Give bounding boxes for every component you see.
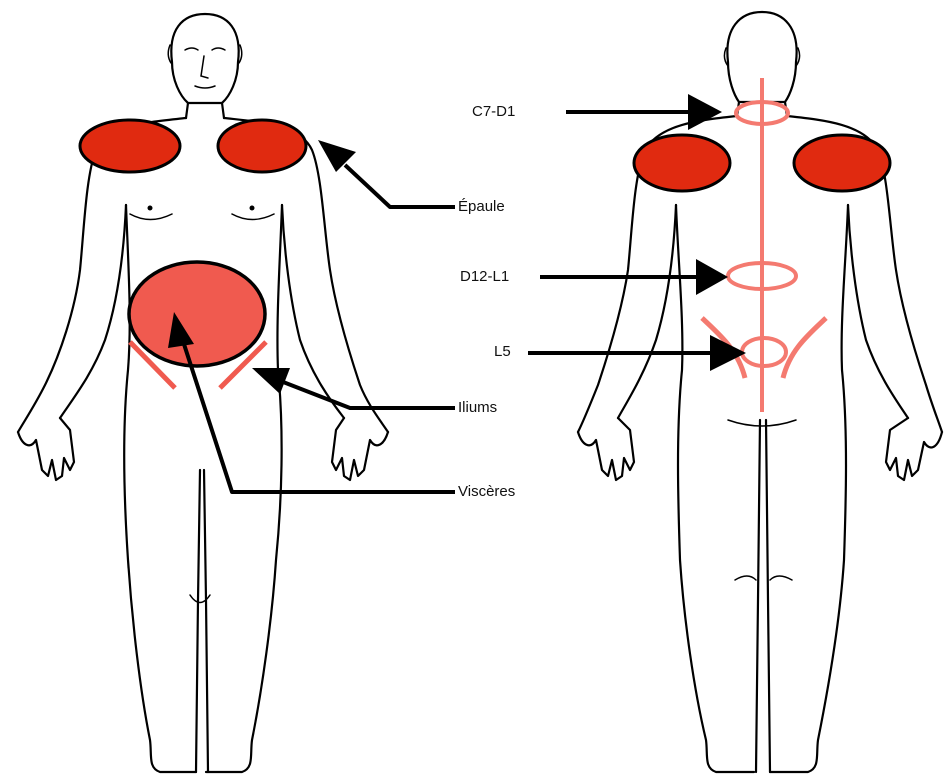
back-shoulder-zone-right bbox=[794, 135, 890, 191]
arrow-epaule bbox=[345, 165, 455, 207]
front-pain-zones bbox=[80, 120, 306, 388]
back-shoulder-zone-left bbox=[634, 135, 730, 191]
shoulder-zone-left bbox=[80, 120, 180, 172]
label-c7d1: C7-D1 bbox=[472, 103, 515, 120]
label-epaule: Épaule bbox=[458, 198, 505, 215]
arrow-iliums bbox=[278, 380, 455, 408]
viscera-zone bbox=[129, 262, 265, 366]
label-l5: L5 bbox=[494, 343, 511, 360]
label-iliums: Iliums bbox=[458, 399, 497, 416]
label-d12l1: D12-L1 bbox=[460, 268, 509, 285]
label-visceres: Viscères bbox=[458, 483, 515, 500]
shoulder-zone-right bbox=[218, 120, 306, 172]
front-body-figure bbox=[18, 14, 388, 772]
